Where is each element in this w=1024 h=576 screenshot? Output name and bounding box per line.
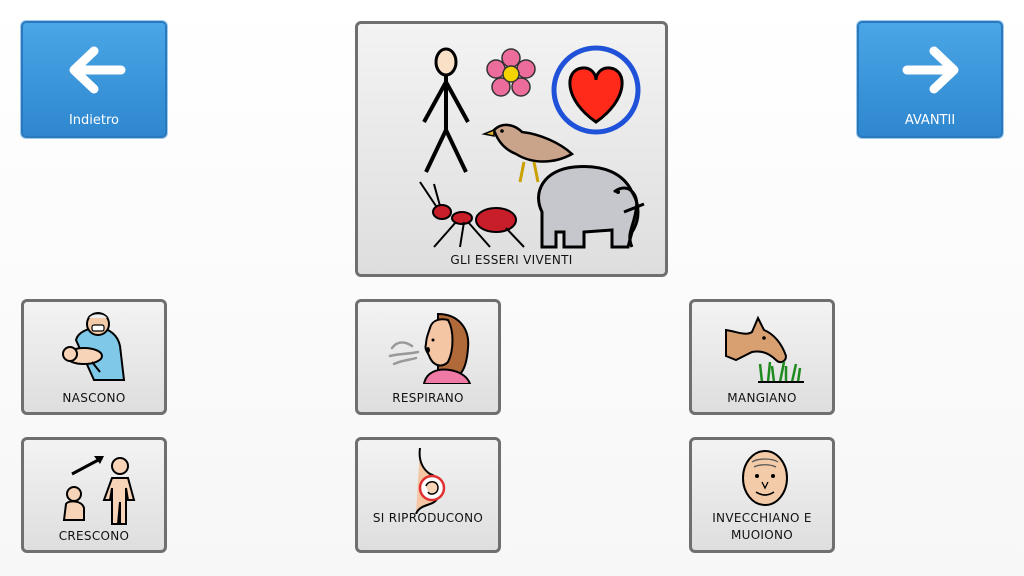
- forward-button[interactable]: AVANTII: [857, 21, 1003, 138]
- tile-invecchiano-e-muoiono[interactable]: INVECCHIANO E MUOIONO: [689, 437, 835, 553]
- tile-respirano-label: RESPIRANO: [392, 391, 464, 405]
- pregnancy-icon: [415, 448, 446, 514]
- old-man-face-icon: [742, 450, 788, 506]
- tile-mangiano[interactable]: MANGIANO: [689, 299, 835, 415]
- topic-tile-label: GLI ESSERI VIVENTI: [450, 253, 573, 267]
- tile-si-riproducono[interactable]: SI RIPRODUCONO: [355, 437, 501, 553]
- tile-mangiano-label: MANGIANO: [727, 391, 797, 405]
- tile-crescono[interactable]: CRESCONO: [21, 437, 167, 553]
- arrow-left-icon: [69, 46, 126, 94]
- tile-respirano[interactable]: RESPIRANO: [355, 299, 501, 415]
- topic-tile-living-beings[interactable]: GLI ESSERI VIVENTI: [355, 21, 668, 277]
- tile-invecchiano-e-muoiono-label: INVECCHIANO E MUOIONO: [712, 511, 812, 542]
- tile-si-riproducono-label: SI RIPRODUCONO: [372, 511, 484, 525]
- breathing-person-icon: [388, 312, 472, 384]
- tile-nascono[interactable]: NASCONO: [21, 299, 167, 415]
- tile-nascono-label: NASCONO: [62, 391, 126, 405]
- arrow-right-icon: [902, 46, 959, 94]
- tile-crescono-label: CRESCONO: [58, 529, 130, 543]
- newborn-baby-icon: [62, 312, 126, 381]
- back-button-label: Indietro: [68, 113, 120, 128]
- growing-child-icon: [62, 456, 136, 525]
- grazing-animal-icon: [725, 315, 804, 383]
- forward-button-label: AVANTII: [904, 113, 956, 128]
- back-button[interactable]: Indietro: [21, 21, 167, 138]
- living-beings-icon: [419, 45, 645, 249]
